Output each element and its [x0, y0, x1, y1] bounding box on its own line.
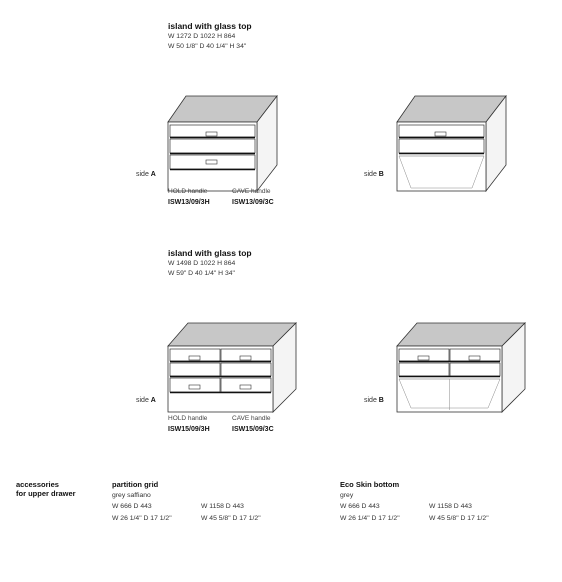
accessories-heading-line2: for upper drawer [16, 489, 76, 498]
section2-side-b: side B [364, 397, 384, 404]
island-1498-side-a-drawing [167, 322, 297, 413]
partition-grid-b-mm: W 1158 D 443 [201, 503, 244, 510]
section2-dim-in: W 59" D 40 1/4" H 34" [168, 270, 235, 277]
section1-dim-mm: W 1272 D 1022 H 864 [168, 33, 236, 40]
section2-cave-code: ISW15/09/3C [232, 426, 274, 433]
section1-cave-code: ISW13/09/3C [232, 199, 274, 206]
partition-grid-title: partition grid [112, 480, 159, 489]
eco-skin-title: Eco Skin bottom [340, 480, 400, 489]
accessories-heading: accessories for upper drawer [16, 480, 76, 498]
section1-hold-code: ISW13/09/3H [168, 199, 210, 206]
section1-side-b: side B [364, 171, 384, 178]
section2-dim-mm: W 1498 D 1022 H 864 [168, 260, 236, 267]
eco-skin-a-in: W 26 1/4" D 17 1/2" [340, 515, 400, 522]
partition-grid-b-in: W 45 5/8" D 17 1/2" [201, 515, 261, 522]
eco-skin-b-mm: W 1158 D 443 [429, 503, 472, 510]
partition-grid-a-mm: W 666 D 443 [112, 503, 152, 510]
eco-skin-a-mm: W 666 D 443 [340, 503, 380, 510]
island-1272-side-b-drawing [396, 94, 507, 193]
eco-skin-material: grey [340, 492, 354, 499]
section2-side-a: side A [136, 397, 156, 404]
section1-dim-in: W 50 1/8" D 40 1/4" H 34" [168, 43, 247, 50]
section2-title: island with glass top [168, 248, 252, 258]
section1-side-a: side A [136, 171, 156, 178]
island-1272-side-a-drawing [167, 94, 278, 193]
section2-cave-label: CAVE handle [232, 415, 271, 422]
section1-title: island with glass top [168, 21, 252, 31]
accessories-heading-line1: accessories [16, 480, 59, 489]
section2-hold-label: HOLD handle [168, 415, 208, 422]
island-1498-side-b-drawing [396, 322, 526, 413]
section2-hold-code: ISW15/09/3H [168, 426, 210, 433]
eco-skin-b-in: W 45 5/8" D 17 1/2" [429, 515, 489, 522]
partition-grid-a-in: W 26 1/4" D 17 1/2" [112, 515, 172, 522]
partition-grid-material: grey saffiano [112, 492, 151, 499]
section1-hold-label: HOLD handle [168, 188, 208, 195]
section1-cave-label: CAVE handle [232, 188, 271, 195]
